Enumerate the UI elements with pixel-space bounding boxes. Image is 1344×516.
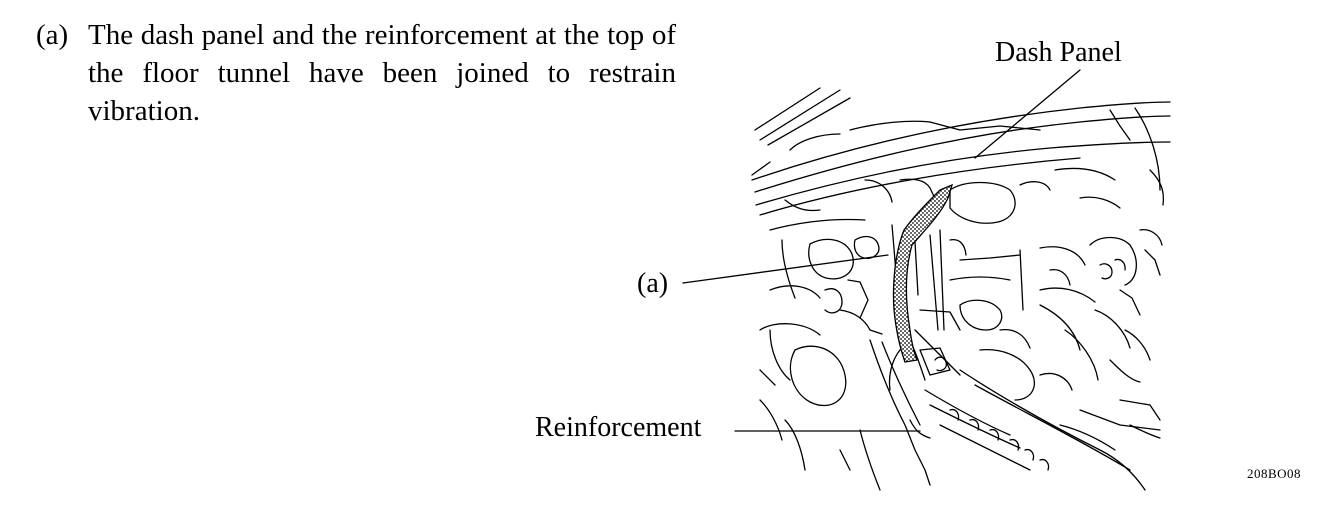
reinforcement-label: Reinforcement bbox=[535, 412, 702, 443]
dash-panel-leader bbox=[974, 69, 1081, 159]
tunnel-left-edge bbox=[869, 339, 931, 486]
cowl-edge bbox=[751, 101, 1171, 181]
reinforcement-edge bbox=[959, 369, 1146, 491]
dash-panel-illustration: Dash Panel (a) Reinforcement 208BO08 bbox=[520, 30, 1320, 510]
step-marker: (a) bbox=[36, 19, 69, 51]
windshield-line bbox=[754, 87, 821, 131]
dash-panel-label: Dash Panel bbox=[995, 37, 1122, 68]
step-instruction: (a) The dash panel and the reinforcement… bbox=[36, 16, 676, 130]
joint-label: (a) bbox=[637, 268, 669, 299]
step-text: The dash panel and the reinforcement at … bbox=[88, 19, 676, 127]
joint-stipple bbox=[892, 183, 954, 363]
line-drawing bbox=[682, 69, 1171, 491]
figure-code: 208BO08 bbox=[1247, 466, 1302, 481]
joint-leader bbox=[682, 254, 889, 284]
